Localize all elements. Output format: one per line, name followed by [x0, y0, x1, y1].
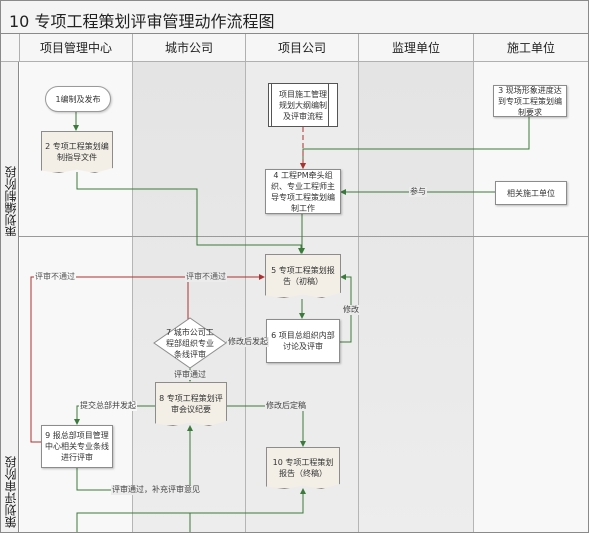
edge-n8-n10: [227, 405, 306, 447]
edge-n2-n5: [76, 172, 304, 254]
edge-label-review-fail-left: 评审不通过: [34, 272, 76, 282]
col-header-city-company: 城市公司: [133, 34, 246, 62]
title-bar: 10 专项工程策划评审管理动作流程图: [1, 1, 588, 34]
node-7-text: 7 城市公司工程部组织专业条线评审: [166, 327, 214, 359]
edge-label-revise-submit: 修改后发起: [227, 337, 269, 347]
edge-n9-fail-n5: [30, 274, 265, 443]
col-header-project-company: 项目公司: [246, 34, 359, 62]
col-header-contractor: 施工单位: [474, 34, 588, 62]
node-7-city-review: 7 城市公司工程部组织专业条线评审: [153, 317, 227, 369]
edge-label-review-fail-mid: 评审不通过: [185, 272, 227, 282]
edge-label-participate: 参与: [409, 187, 427, 197]
edge-n3-n4: [300, 117, 530, 169]
col-header-pm-center: 项目管理中心: [20, 34, 133, 62]
node-1-compile-publish: 1编制及发布: [45, 86, 111, 112]
node-2-guidance-doc: 2 专项工程策划编制指导文件: [41, 131, 113, 173]
node-sub-plan-outline: 项目施工管理规划大纲编制及评审流程: [268, 83, 338, 127]
node-3-site-progress: 3 现场形象进度达到专项工程策划编制要求: [493, 85, 567, 117]
phase-divider: [19, 236, 588, 237]
edge-label-review-pass: 评审通过: [173, 370, 207, 380]
edge-label-submit-hq: 提交总部并发起: [79, 401, 137, 411]
phase-cell-drafting: 策划编制阶段: [1, 62, 19, 238]
edge-label-revise-finalize: 修改后定稿: [265, 401, 307, 411]
decision-diamond-shape: [153, 317, 227, 369]
edge-n7-fail-n5: [187, 276, 264, 321]
node-contractor-related: 相关施工单位: [495, 181, 567, 205]
node-10-report-final: 10 专项工程策划报告（终稿）: [266, 447, 340, 489]
lane-supervisor: [359, 62, 474, 532]
header-corner: [1, 34, 20, 62]
node-6-internal-review: 6 项目总组织内部讨论及评审: [266, 319, 340, 363]
phase-cell-review: 策划评审阶段: [1, 236, 19, 532]
node-5-report-draft: 5 专项工程策划报告（初稿）: [265, 254, 341, 298]
col-header-supervisor: 监理单位: [359, 34, 474, 62]
edge-label-pass-supplement: 评审通过，补充评审意见: [111, 485, 201, 495]
page-title: 10 专项工程策划评审管理动作流程图: [9, 12, 275, 31]
node-9-hq-review: 9 报总部项目管理中心相关专业条线进行评审: [41, 425, 113, 468]
node-8-meeting-minutes: 8 专项工程策划评审会议纪要: [155, 382, 227, 426]
edge-label-revise: 修改: [342, 305, 360, 315]
lane-contractor: [474, 62, 588, 532]
node-4-pm-lead-drafting: 4 工程PM牵头组织、专业工程师主导专项工程策划编制工作: [265, 169, 341, 214]
